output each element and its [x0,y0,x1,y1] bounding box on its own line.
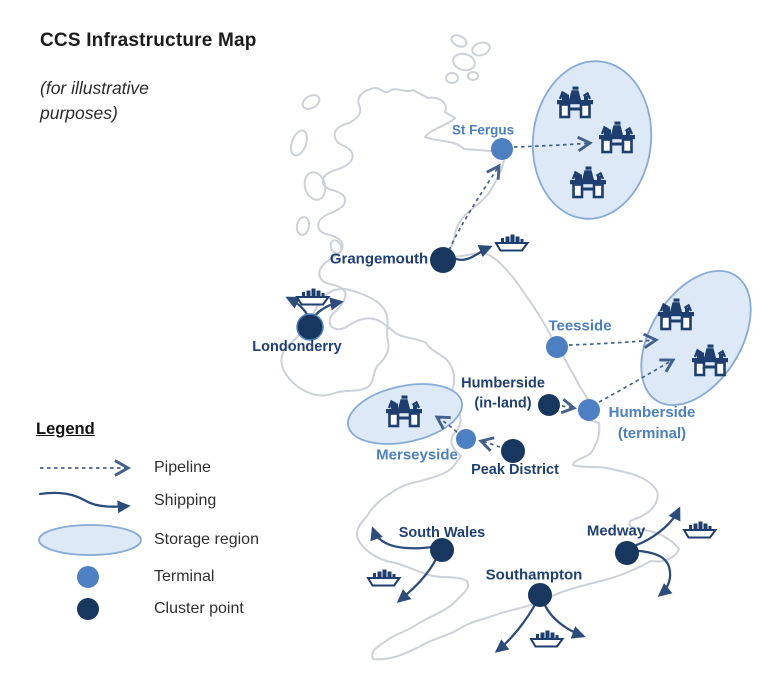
island [290,129,308,157]
shipping-south-wales-south [396,555,439,603]
label-humberside-inland-line1: Humberside [461,375,545,392]
label-peak-district: Peak District [471,462,559,478]
label-st-fergus: St Fergus [451,122,515,138]
shipping-southampton-east [542,601,586,639]
cluster-point-londonderry [296,313,324,341]
label-londonderry: Londonderry [252,339,342,355]
shipping-medway-south [637,549,673,597]
cluster-point-south-wales [430,538,454,562]
pipeline-grangemouth-st-fergus [448,163,501,251]
terminal-symbol-icon [36,566,154,588]
ship-icon [530,629,564,648]
storage-region-symbol-icon [36,523,154,557]
shipping-medway-north [632,506,681,548]
pipeline-teesside-storage [568,332,659,349]
island [329,239,343,255]
shipping-routes [285,245,681,653]
legend-row-storage: Storage region [36,523,316,557]
legend-row-terminal: Terminal [36,566,316,588]
pipeline-symbol-icon [36,457,154,479]
island [452,52,476,72]
label-teesside: Teesside [548,317,612,335]
storage-region-merseyside [347,383,463,445]
legend-row-shipping: Shipping [36,488,316,514]
storage-region-teesside-humberside [640,269,752,407]
terminal-point-humberside [578,399,600,421]
pipeline-merseyside-storage [434,415,458,433]
pipeline-humberside-terminal-storage [598,358,676,403]
label-humberside-terminal-line1: Humberside [608,404,696,421]
pipeline-st-fergus-storage [513,135,593,152]
legend-row-pipeline: Pipeline [36,457,316,479]
label-humberside-terminal: Humberside (terminal) [609,402,696,444]
pipeline-peak-district-merseyside [478,436,501,452]
island [445,72,459,84]
shipping-symbol-icon [36,488,154,514]
cluster-point-symbol-icon [36,598,154,620]
shipping-south-wales-north [370,526,435,550]
label-south-wales: South Wales [398,525,486,541]
cluster-point-humberside-inland [538,394,560,416]
cluster-point-grangemouth [430,247,456,273]
page-title: CCS Infrastructure Map [40,30,257,51]
label-grangemouth: Grangemouth [329,250,429,268]
legend-row-cluster: Cluster point [36,598,316,620]
ship-icon [367,568,401,587]
legend-label-pipeline: Pipeline [154,459,211,476]
map-points [296,138,639,607]
great-britain-outline [317,87,680,661]
shipping-grangemouth [454,245,493,261]
island [471,41,491,57]
northern-ireland-outline [280,287,390,397]
legend-label-terminal: Terminal [154,568,215,585]
legend-heading: Legend [36,420,95,438]
cluster-point-southampton [528,583,552,607]
legend-label-shipping: Shipping [154,492,217,509]
legend-label-cluster: Cluster point [154,600,244,617]
label-southampton: Southampton [485,566,583,584]
storage-region-st-fergus [531,60,653,220]
label-merseyside: Merseyside [376,446,458,464]
shipping-southampton-west [494,601,538,653]
ship-icon [296,287,330,306]
terminal-point-st-fergus [491,138,513,160]
island [295,216,311,236]
terminal-point-merseyside [456,429,476,449]
legend: Legend Pipeline [36,420,316,629]
coastline-outline [280,34,680,661]
island [303,171,327,201]
page-subtitle: (for illustrative purposes) [40,78,149,123]
cluster-point-peak-district [501,439,525,463]
terminal-point-teesside [546,336,568,358]
label-medway: Medway [586,522,646,540]
island [450,34,468,48]
label-humberside-inland: Humberside (in-land) [461,374,545,415]
ship-icon [683,520,717,539]
legend-label-storage: Storage region [154,531,259,548]
label-humberside-inland-line2: (in-land) [474,396,532,412]
island [301,94,321,110]
pipelines [434,135,676,452]
pipeline-humberside-inland-terminal [560,398,577,415]
label-humberside-terminal-line2: (terminal) [617,425,687,442]
island [467,71,479,81]
ship-icon [495,233,529,252]
cluster-point-medway [615,541,639,565]
